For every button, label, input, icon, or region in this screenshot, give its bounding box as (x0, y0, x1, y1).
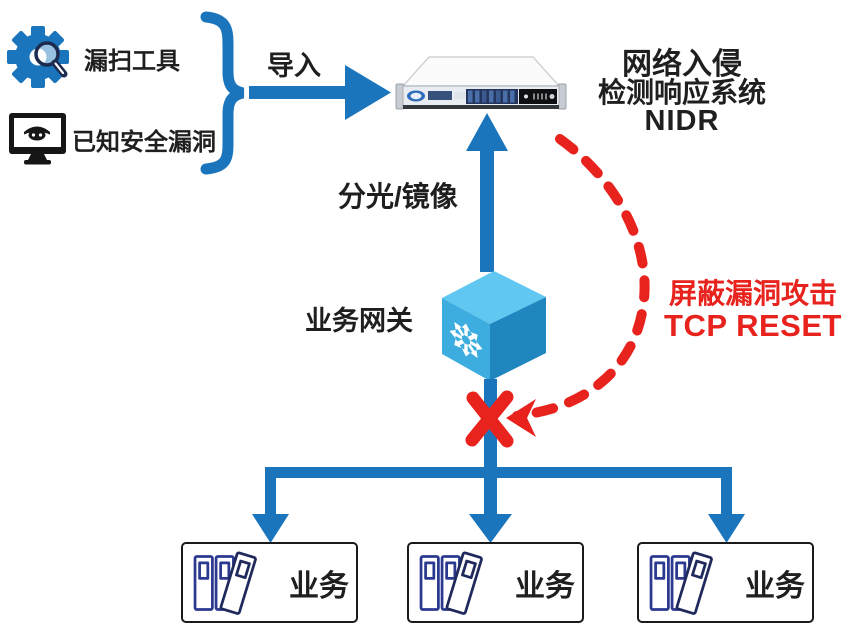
block-action-label: 屏蔽漏洞攻击 TCP RESET (650, 278, 856, 343)
service-label: 业务 (515, 569, 575, 603)
tcp-reset-arrowhead (506, 399, 536, 437)
tcp-reset-curve (512, 134, 650, 421)
nidr-line2: 检测响应系统 (597, 77, 766, 108)
gear-magnifier-icon (7, 26, 69, 88)
distribution-arrows (252, 467, 745, 543)
service-box-2: 业务 (407, 542, 584, 623)
nidr-line3: NIDR (644, 105, 720, 137)
scan-tool-label: 漏扫工具 (84, 48, 180, 75)
mirror-up-arrow (466, 113, 508, 272)
tap-mirror-label: 分光/镜像 (338, 181, 458, 212)
import-arrow (249, 65, 391, 120)
nidr-line1: 网络入侵 (622, 48, 742, 81)
binders-icon (419, 550, 484, 615)
block-action-line2: TCP RESET (664, 308, 842, 343)
import-label: 导入 (267, 51, 321, 81)
rack-server-image (395, 56, 567, 110)
block-x-mark (465, 390, 514, 448)
service-label: 业务 (289, 569, 349, 603)
gateway-label: 业务网关 (305, 306, 413, 336)
service-label: 业务 (745, 569, 805, 603)
binders-icon (193, 550, 258, 615)
nidr-system-label: 网络入侵 检测响应系统 NIDR (588, 50, 776, 136)
monitor-bug-icon (9, 113, 66, 165)
service-box-1: 业务 (181, 542, 358, 623)
sources-brace (200, 11, 245, 175)
known-vulns-label: 已知安全漏洞 (72, 129, 216, 156)
block-action-line1: 屏蔽漏洞攻击 (668, 278, 837, 309)
service-box-3: 业务 (637, 542, 814, 623)
binders-icon (649, 550, 714, 615)
network-switch-cube-icon (442, 271, 546, 381)
